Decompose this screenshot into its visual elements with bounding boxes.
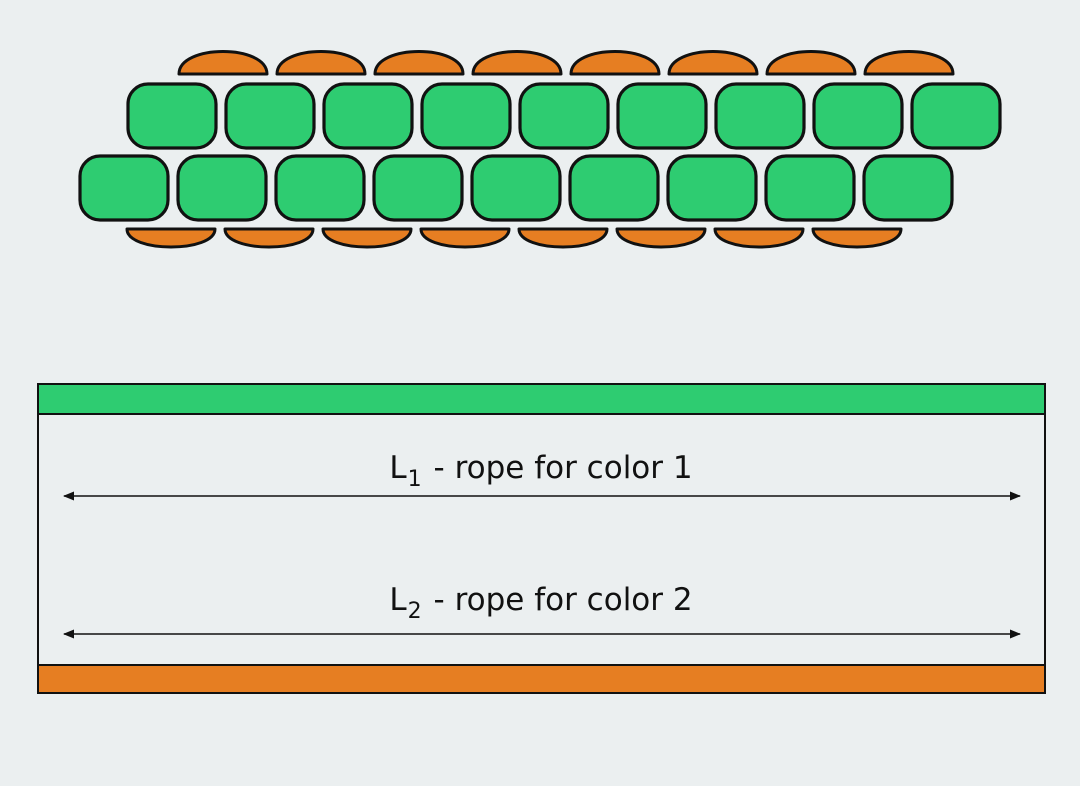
rope-2-label: L2 - rope for color 2 <box>389 582 693 624</box>
orange-cap-bottom-5 <box>517 227 609 249</box>
orange-cap-top-5 <box>569 50 661 76</box>
color-2-band <box>37 664 1046 694</box>
orange-cap-top-6 <box>667 50 759 76</box>
green-block-top-7 <box>714 82 806 150</box>
green-block-top-3 <box>322 82 414 150</box>
green-block-bottom-4 <box>372 154 464 222</box>
orange-cap-bottom-4 <box>419 227 511 249</box>
orange-cap-top-8 <box>863 50 955 76</box>
orange-cap-top-1 <box>177 50 269 76</box>
top-orange-caps <box>177 50 955 76</box>
orange-cap-bottom-7 <box>713 227 805 249</box>
green-block-bottom-2 <box>176 154 268 222</box>
green-block-top-2 <box>224 82 316 150</box>
green-block-bottom-1 <box>78 154 170 222</box>
green-block-bottom-5 <box>470 154 562 222</box>
orange-cap-top-2 <box>275 50 367 76</box>
color-1-band <box>37 383 1046 415</box>
orange-cap-bottom-8 <box>811 227 903 249</box>
rope-panel <box>37 383 1046 694</box>
rope-1-label: L1 - rope for color 1 <box>389 450 693 492</box>
bottom-orange-caps <box>125 227 903 249</box>
green-block-top-8 <box>812 82 904 150</box>
orange-cap-bottom-1 <box>125 227 217 249</box>
green-block-top-5 <box>518 82 610 150</box>
orange-cap-top-3 <box>373 50 465 76</box>
green-block-top-4 <box>420 82 512 150</box>
green-block-bottom-9 <box>862 154 954 222</box>
green-block-top-9 <box>910 82 1002 150</box>
green-block-bottom-7 <box>666 154 758 222</box>
green-block-bottom-6 <box>568 154 660 222</box>
green-blocks-row-1 <box>126 82 1002 150</box>
orange-cap-bottom-2 <box>223 227 315 249</box>
green-blocks-row-2 <box>78 154 954 222</box>
orange-cap-bottom-3 <box>321 227 413 249</box>
green-block-top-6 <box>616 82 708 150</box>
orange-cap-top-4 <box>471 50 563 76</box>
green-block-bottom-3 <box>274 154 366 222</box>
orange-cap-top-7 <box>765 50 857 76</box>
green-block-top-1 <box>126 82 218 150</box>
green-block-bottom-8 <box>764 154 856 222</box>
orange-cap-bottom-6 <box>615 227 707 249</box>
